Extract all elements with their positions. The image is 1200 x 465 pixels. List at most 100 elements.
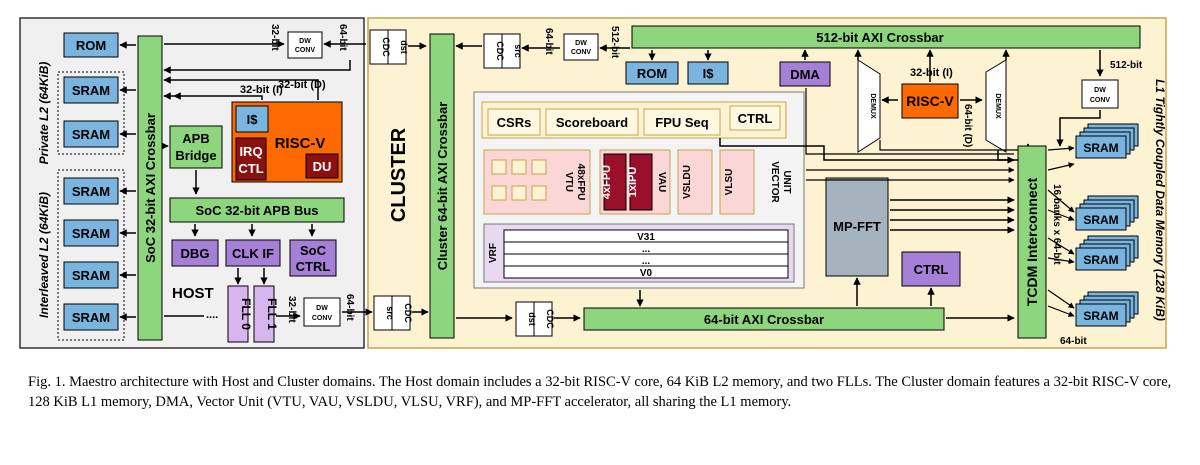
cluster-bit512-a: 512-bit bbox=[609, 26, 620, 59]
host-sram-5-label: SRAM bbox=[72, 310, 110, 325]
host-bit64-bottom: 64-bit bbox=[344, 294, 355, 321]
vrf-label: VRF bbox=[488, 243, 499, 263]
csrs bbox=[487, 108, 541, 136]
scoreboard-label: Scoreboard bbox=[556, 115, 628, 130]
fll0-label: FLL 0 bbox=[239, 298, 253, 330]
cluster-rom bbox=[625, 61, 679, 85]
host-dwconv-top-2: CONV bbox=[295, 47, 316, 54]
vtu-label-1: VTU bbox=[563, 172, 574, 192]
interleaved-l2-label: Interleaved L2 (64KiB) bbox=[37, 192, 51, 318]
host-sram-4-label: SRAM bbox=[72, 268, 110, 283]
host-sram-1-label: SRAM bbox=[72, 127, 110, 142]
vsldu-label: VSLDU bbox=[682, 165, 693, 199]
cluster-64bit-crossbar bbox=[429, 33, 455, 339]
cluster-riscv bbox=[901, 83, 959, 119]
dbg-label: DBG bbox=[181, 246, 210, 261]
cluster-dwconv-top bbox=[563, 33, 599, 61]
host-irq-label-1: IRQ bbox=[239, 144, 262, 159]
host-du bbox=[305, 153, 339, 179]
host-dwconv-bottom-2: CONV bbox=[312, 315, 333, 322]
l1-sram-3-label: SRAM bbox=[1083, 309, 1118, 323]
interleaved-l2-box bbox=[57, 169, 125, 341]
cluster-label-d: 64-bit (D) bbox=[962, 104, 973, 147]
host-rom bbox=[63, 32, 119, 58]
l1-sram-stack-2: SRAM bbox=[1075, 235, 1139, 271]
host-bit32-top: 32-bit bbox=[269, 24, 280, 51]
host-sram-2-label: SRAM bbox=[72, 184, 110, 199]
vtu-label-2: 48xFPU bbox=[575, 164, 586, 201]
host-sram-3-label: SRAM bbox=[72, 226, 110, 241]
host-irq bbox=[235, 137, 267, 181]
tcdm-interconnect-label: TCDM Interconnect bbox=[1024, 177, 1040, 306]
demux-left bbox=[857, 59, 881, 153]
vrf-dots-1: ... bbox=[642, 244, 651, 255]
apb-bridge-label-1: APB bbox=[182, 131, 209, 146]
cluster-dwconv-top-1: DW bbox=[575, 40, 587, 47]
csrs-label: CSRs bbox=[497, 115, 532, 130]
host-sram-0 bbox=[63, 76, 119, 104]
host-sram-2 bbox=[63, 177, 119, 205]
cluster-rom-label: ROM bbox=[637, 66, 667, 81]
cdc-bottom-src-src: src bbox=[385, 306, 395, 320]
l1-sram-stack-1: SRAM bbox=[1075, 195, 1139, 231]
vrf-v0: V0 bbox=[640, 268, 653, 279]
host-sram-0-label: SRAM bbox=[72, 83, 110, 98]
private-l2-label: Private L2 (64KiB) bbox=[37, 62, 51, 165]
private-l2-box bbox=[57, 71, 125, 155]
demux-right bbox=[985, 59, 1007, 153]
architecture-diagram: ROM SRAM SRAM SRAM SRAM SRAM SRAM Privat… bbox=[19, 17, 1167, 349]
clk-if bbox=[225, 239, 281, 267]
cluster-label-i: 32-bit (I) bbox=[910, 67, 953, 79]
cluster-icache bbox=[687, 61, 729, 85]
apb-bus bbox=[169, 197, 345, 223]
cluster-dwconv-top-2: CONV bbox=[571, 49, 592, 56]
host-dots: .... bbox=[206, 309, 218, 321]
fll1-label: FLL 1 bbox=[265, 298, 279, 330]
vsldu bbox=[677, 149, 713, 215]
demux-right-label: DEMUX bbox=[994, 93, 1001, 119]
figure-caption: Fig. 1. Maestro architecture with Host a… bbox=[28, 374, 1172, 410]
host-dwconv-top bbox=[287, 31, 323, 59]
fpu-seq-label: FPU Seq bbox=[655, 115, 709, 130]
host-icache bbox=[235, 105, 269, 133]
host-label: HOST bbox=[172, 285, 214, 302]
host-sram-5 bbox=[63, 303, 119, 331]
mp-fft bbox=[825, 177, 889, 277]
soc-axi-crossbar-label: SoC 32-bit AXI Crossbar bbox=[143, 113, 158, 263]
soc-ctrl-label-1: SoC bbox=[300, 243, 327, 258]
cluster-riscv-label: RISC-V bbox=[906, 93, 954, 109]
dbg bbox=[171, 239, 219, 267]
host-bit64-top: 64-bit bbox=[337, 24, 348, 51]
banks-label: 16 banks x 64-bit bbox=[1051, 184, 1062, 265]
cdc-bottom-dst-cdc: CDC bbox=[545, 309, 555, 329]
l1-sram-1-label: SRAM bbox=[1083, 213, 1118, 227]
host-sram-3 bbox=[63, 219, 119, 247]
cluster-title: CLUSTER bbox=[388, 127, 410, 222]
cluster-dwconv-right-1: DW bbox=[1094, 87, 1106, 94]
host-bit32-bottom: 32-bit bbox=[286, 296, 297, 323]
cdc-top-src-cdc: CDC bbox=[495, 41, 505, 61]
host-label-i: 32-bit (I) bbox=[240, 84, 283, 96]
clk-if-label: CLK IF bbox=[232, 246, 274, 261]
fpu4 bbox=[603, 153, 627, 211]
cluster-dwconv-right-2: CONV bbox=[1090, 97, 1111, 104]
tcdm-interconnect bbox=[1017, 145, 1047, 339]
apb-bridge bbox=[169, 125, 223, 169]
vector-ctrl bbox=[729, 105, 781, 131]
vector-ctrl-label: CTRL bbox=[738, 111, 773, 126]
cluster-bit512-b: 512-bit bbox=[1110, 60, 1143, 71]
cdc-top-dst-dst: dst bbox=[399, 40, 409, 54]
host-dwconv-bottom-1: DW bbox=[316, 305, 328, 312]
l1-sram-2-label: SRAM bbox=[1083, 253, 1118, 267]
host-label-d: 32-bit (D) bbox=[278, 79, 326, 91]
cluster-64bit-crossbar-label: Cluster 64-bit AXI Crossbar bbox=[435, 102, 450, 271]
l1-sram-stack-0: SRAM bbox=[1075, 123, 1139, 159]
host-rom-label: ROM bbox=[76, 38, 106, 53]
l1-sram-stack-3: SRAM bbox=[1075, 291, 1139, 327]
cluster-bit64-c: 64-bit bbox=[1060, 336, 1087, 347]
host-dwconv-top-1: DW bbox=[299, 38, 311, 45]
demux-left-label: DEMUX bbox=[869, 93, 876, 119]
cdc-top-dst-cdc: CDC bbox=[381, 37, 391, 57]
cdc-top-src-src: src bbox=[513, 44, 523, 58]
apb-bus-label: SoC 32-bit APB Bus bbox=[195, 203, 318, 218]
